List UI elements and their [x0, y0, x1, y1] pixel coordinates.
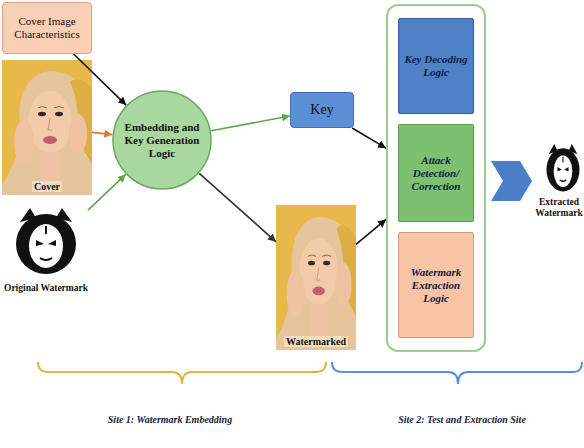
process-box: Attack Detection/ Correction — [398, 124, 474, 222]
flow-arrow — [74, 54, 126, 105]
node-text: Key — [310, 102, 333, 118]
key-box: Key — [290, 92, 354, 128]
process-box: Watermark Extraction Logic — [398, 232, 474, 338]
node-text: Key Decoding Logic — [403, 53, 469, 79]
site-label: Site 1: Watermark Embedding — [70, 414, 270, 425]
node-text: Cover — [32, 181, 62, 192]
node-text: Cover Image Characteristics — [7, 15, 87, 41]
flow-arrow — [199, 173, 276, 241]
image-node: Extracted Watermark — [536, 140, 582, 222]
site-label: Site 2: Test and Extraction Site — [362, 414, 562, 425]
watermarked-photo — [276, 205, 356, 350]
process-box: Key Decoding Logic — [398, 18, 474, 114]
flow-arrow — [92, 132, 112, 134]
image-node: Watermarked — [276, 205, 356, 350]
node-text: Embedding and Key Generation Logic — [122, 121, 202, 160]
node-text: Watermark Extraction Logic — [403, 266, 469, 305]
node-text: Attack Detection/ Correction — [403, 154, 469, 193]
process-circle: Embedding and Key Generation Logic — [112, 90, 212, 190]
flow-chevron — [491, 161, 532, 201]
image-node: Original Watermark — [4, 203, 88, 297]
cover-photo — [2, 60, 92, 195]
node-text: Original Watermark — [4, 283, 88, 294]
input-box: Cover Image Characteristics — [2, 2, 92, 54]
node-text: Watermarked — [284, 336, 348, 347]
flow-arrow — [352, 128, 386, 148]
node-text: Extracted Watermark — [535, 197, 582, 219]
image-node: Cover — [2, 60, 92, 195]
extracted-logo — [541, 141, 584, 195]
flow-arrow — [211, 116, 290, 131]
site-bracket — [332, 362, 582, 384]
flow-arrow — [88, 174, 126, 210]
site-panel: Key Decoding LogicAttack Detection/ Corr… — [386, 4, 486, 352]
flow-arrow — [356, 219, 386, 244]
site-bracket — [38, 362, 326, 384]
watermark-logo — [6, 204, 86, 279]
